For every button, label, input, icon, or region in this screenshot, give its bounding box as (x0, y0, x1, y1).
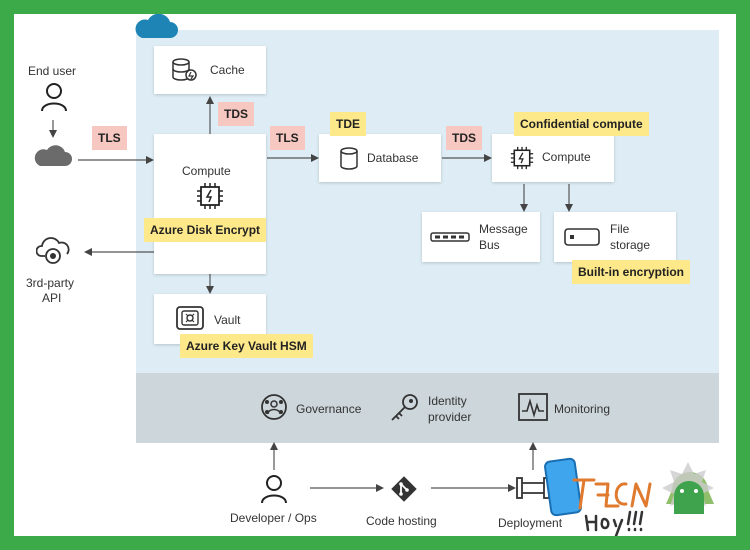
watermark-logo (544, 457, 714, 536)
message-bus-label-line1: Message (479, 222, 528, 236)
identity-provider-label-line2: provider (428, 410, 472, 424)
management-band (136, 373, 719, 443)
user-icon (41, 83, 67, 112)
tds-tag-2: TDS (446, 126, 482, 150)
database-node[interactable] (319, 134, 441, 182)
message-bus-icon (430, 232, 470, 242)
code-hosting-label: Code hosting (366, 514, 437, 528)
git-icon (391, 476, 417, 502)
file-storage-label-line2: storage (610, 238, 651, 252)
governance-icon (261, 394, 287, 420)
developer-icon (261, 475, 287, 504)
monitoring-icon (518, 393, 548, 421)
developer-ops-label: Developer / Ops (230, 511, 317, 525)
processor-icon (197, 183, 223, 209)
identity-provider-label-line1: Identity (428, 394, 467, 408)
file-storage-label-line1: File (610, 222, 630, 236)
end-user-label: End user (28, 64, 77, 78)
azure-disk-encrypt-tag: Azure Disk Encrypt (144, 218, 267, 242)
key-icon (391, 394, 418, 421)
message-bus-node[interactable] (422, 212, 540, 262)
deployment-label: Deployment (498, 516, 563, 530)
message-bus-label-line2: Bus (479, 238, 500, 252)
monitoring-label: Monitoring (554, 402, 611, 416)
built-in-encryption-tag: Built-in encryption (572, 260, 690, 284)
compute-main-label: Compute (182, 164, 231, 178)
database-icon (340, 147, 358, 170)
azure-key-vault-hsm-tag: Azure Key Vault HSM (180, 334, 313, 358)
tls-tag-2: TLS (270, 126, 305, 150)
vault-label: Vault (214, 313, 241, 327)
diagram-canvas: End user Cache Compute Database Compute (14, 14, 736, 536)
database-label: Database (367, 151, 419, 165)
tls-tag-1: TLS (92, 126, 127, 150)
tde-tag: TDE (330, 112, 366, 136)
tds-cache-tag: TDS (218, 102, 254, 126)
internet-cloud-icon (34, 145, 72, 166)
cache-icon (172, 58, 197, 81)
processor-icon (510, 146, 534, 170)
confidential-compute-tag: Confidential compute (514, 112, 649, 136)
cache-label: Cache (210, 63, 245, 77)
storage-disk-icon (564, 228, 600, 246)
connector-lines (49, 96, 573, 492)
governance-label: Governance (296, 402, 362, 416)
cloud-icon (135, 14, 178, 38)
vault-icon (176, 306, 204, 330)
api-label-line2: API (42, 291, 62, 305)
api-cloud-icon (36, 237, 70, 264)
api-label-line1: 3rd-party (26, 276, 75, 290)
file-storage-node[interactable] (554, 212, 676, 262)
compute-confidential-label: Compute (542, 150, 591, 164)
compute-main-node[interactable] (154, 134, 266, 274)
